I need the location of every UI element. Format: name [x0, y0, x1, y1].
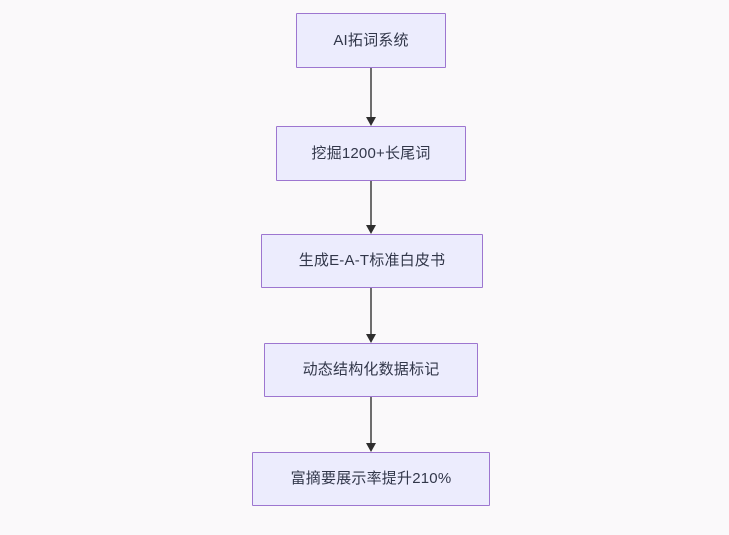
flow-node-ai-keyword-system[interactable]: AI拓词系统 — [296, 13, 446, 68]
flow-edge-arrowhead-icon — [366, 117, 376, 126]
flow-node-dynamic-structured-data-markup[interactable]: 动态结构化数据标记 — [264, 343, 478, 397]
flow-node-label: AI拓词系统 — [333, 31, 409, 49]
flow-edge-line — [370, 397, 372, 443]
flow-edge-arrowhead-icon — [366, 334, 376, 343]
flow-edge-arrowhead-icon — [366, 225, 376, 234]
flow-node-rich-snippet-impression-lift[interactable]: 富摘要展示率提升210% — [252, 452, 490, 506]
flow-edge-line — [370, 181, 372, 225]
flow-node-label: 挖掘1200+长尾词 — [311, 144, 431, 162]
flow-edge-line — [370, 68, 372, 117]
flow-edge-line — [370, 288, 372, 334]
flow-node-label: 动态结构化数据标记 — [302, 361, 440, 378]
flow-node-label: 生成E-A-T标准白皮书 — [298, 252, 446, 269]
flow-node-generate-eat-whitepaper[interactable]: 生成E-A-T标准白皮书 — [261, 234, 483, 288]
flow-node-label: 富摘要展示率提升210% — [290, 470, 452, 487]
flow-node-mine-longtail-keywords[interactable]: 挖掘1200+长尾词 — [276, 126, 466, 181]
flow-edge-arrowhead-icon — [366, 443, 376, 452]
